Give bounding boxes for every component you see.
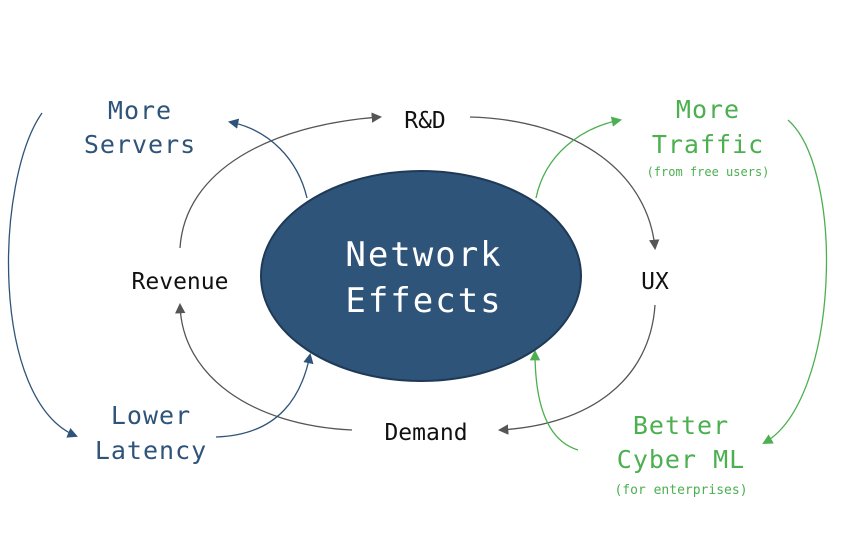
node-better-cyber-ml-line2: Cyber ML [617, 445, 745, 474]
node-revenue: Revenue [132, 269, 229, 295]
node-demand: Demand [384, 420, 467, 446]
arrow-ux-to-demand [497, 304, 656, 435]
node-better-cyber-ml-note: (for enterprises) [614, 483, 747, 498]
node-more-traffic-line2: Traffic [652, 130, 764, 159]
arrow-ellipse-to-more-servers [227, 118, 308, 199]
node-more-servers-line2: Servers [84, 130, 196, 159]
arrow-lower-latency-to-ellipse [215, 352, 314, 438]
arrow-better-cyber-ml-to-ellipse [529, 349, 579, 451]
node-rd: R&D [404, 108, 446, 134]
node-more-traffic-line1: More [676, 95, 740, 124]
center-label-line2: Effects [345, 281, 502, 321]
node-more-servers-line1: More [108, 96, 172, 125]
node-lower-latency-line1: Lower [111, 401, 191, 430]
node-ux: UX [641, 269, 669, 295]
center-label-line1: Network [345, 235, 502, 275]
arrow-revenue-to-rd [179, 112, 383, 249]
network-effects-ellipse [260, 170, 582, 382]
arrow-rd-to-ux [469, 116, 660, 251]
arrow-more-servers-to-lower-latency [7, 112, 78, 438]
node-better-cyber-ml-line1: Better [633, 411, 729, 440]
node-more-traffic-note: (from free users) [647, 165, 770, 179]
node-lower-latency-line2: Latency [95, 436, 207, 465]
arrow-more-traffic-to-better-cyber-ml [762, 119, 828, 445]
arrow-demand-to-revenue [175, 302, 353, 431]
arrow-ellipse-to-more-traffic [535, 116, 623, 199]
